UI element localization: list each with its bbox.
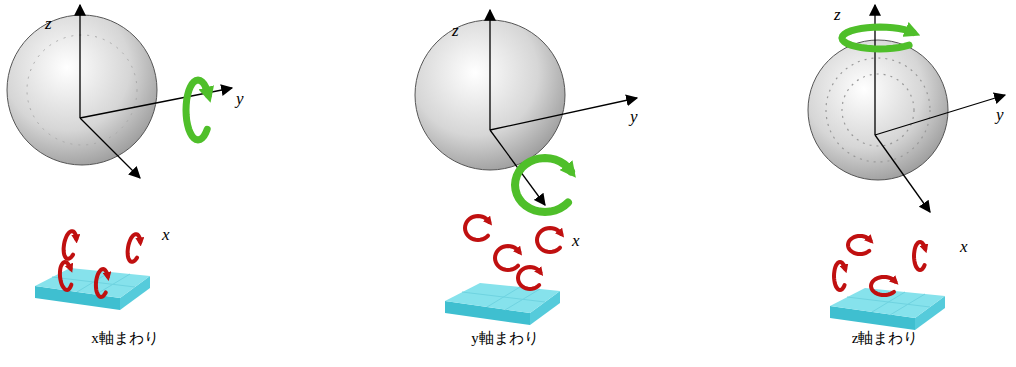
axis-label: y	[630, 108, 638, 127]
axis-label: y	[236, 90, 244, 109]
panel-caption: z軸まわり	[852, 330, 919, 347]
rotation-arrow	[842, 27, 913, 49]
rotation-arrow	[515, 158, 571, 212]
rotation-arrow	[914, 242, 925, 270]
rotation-arrow	[518, 267, 540, 289]
axis-label: z	[452, 22, 459, 41]
axis-label: x	[960, 238, 968, 257]
rotation-arrows	[60, 27, 925, 297]
rotation-arrow	[128, 234, 141, 262]
panel-caption: x軸まわり	[91, 330, 159, 347]
plate	[35, 268, 150, 310]
rotation-arrow	[848, 236, 870, 254]
rotation-arrow	[465, 216, 489, 240]
rotation-arrow	[60, 262, 72, 290]
axes	[80, 5, 232, 178]
rotation-arrow	[96, 269, 108, 297]
axes	[490, 10, 637, 205]
axis-label: x	[572, 232, 580, 251]
axes	[875, 5, 1005, 212]
rotation-arrow	[537, 228, 561, 252]
rotation-arrow	[871, 277, 895, 295]
axis-label: x	[162, 226, 170, 245]
rotation-arrow	[834, 262, 845, 290]
plate	[445, 283, 560, 325]
axis-label: z	[45, 15, 52, 34]
rotation-arrow	[186, 80, 208, 140]
sphere	[808, 40, 948, 180]
axis-label: z	[834, 6, 841, 25]
axis-label: y	[996, 106, 1004, 125]
panel-caption: y軸まわり	[471, 330, 539, 347]
rotation-arrow	[495, 246, 519, 270]
sphere	[7, 15, 157, 165]
rotation-arrow	[64, 231, 77, 259]
